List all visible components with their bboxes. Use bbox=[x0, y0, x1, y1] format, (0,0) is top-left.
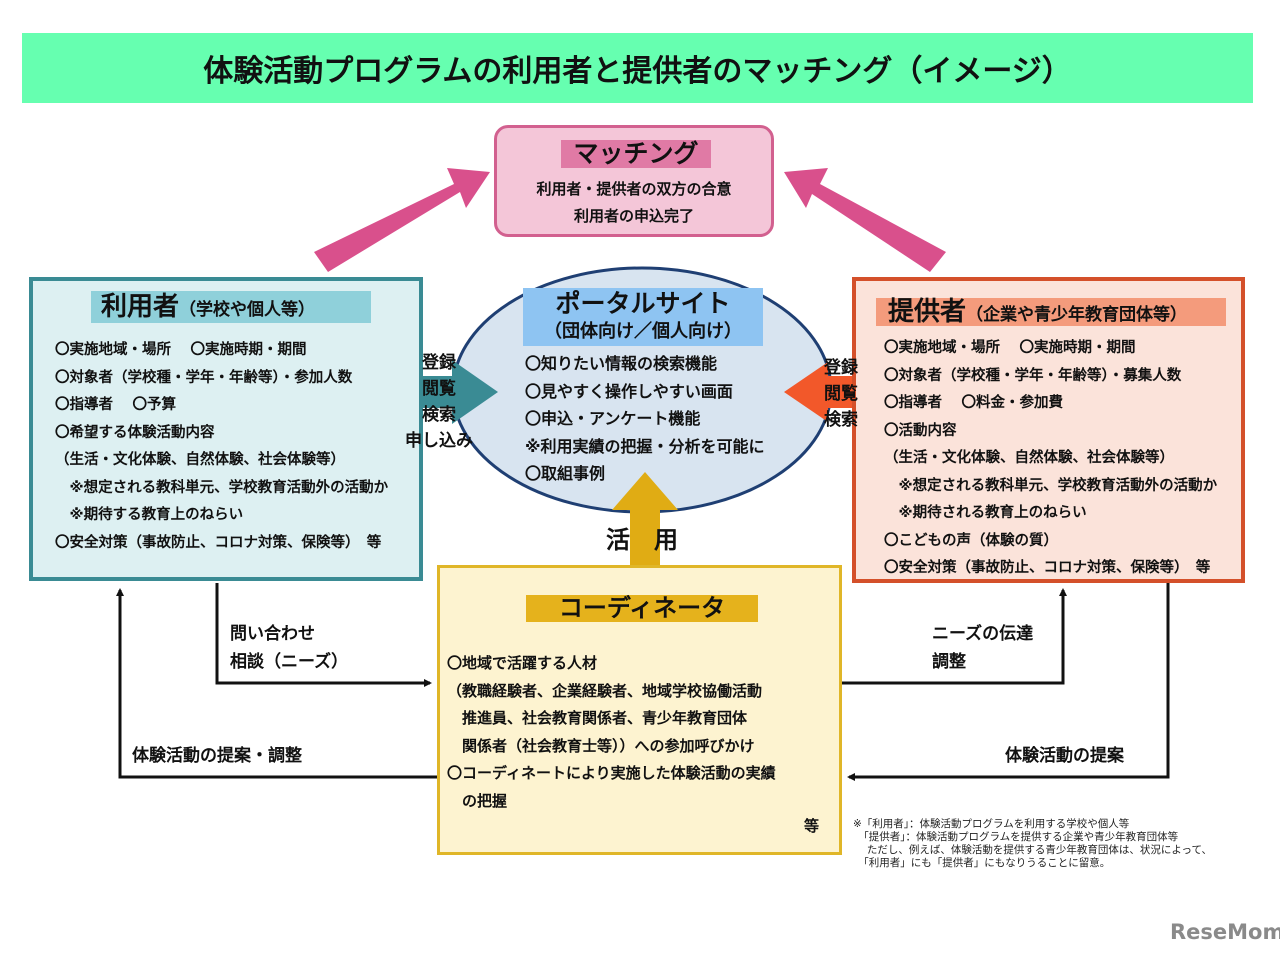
user-item: 〇指導者 〇予算 bbox=[55, 397, 177, 413]
user-item: （生活・文化体験、自然体験、社会体験等） bbox=[55, 452, 345, 468]
portal-item: 〇申込・アンケート機能 bbox=[525, 409, 701, 428]
user-heading-main: 利用者 bbox=[101, 292, 180, 322]
arrow-label: 閲覧 bbox=[422, 379, 456, 399]
provider-heading-sub: （企業や青少年教育団体等） bbox=[966, 305, 1188, 325]
portal-item: 〇見やすく操作しやすい画面 bbox=[525, 381, 733, 401]
user-to-coordinator-label: 問い合わせ 相談（ニーズ） bbox=[230, 620, 348, 676]
portal-item: 〇取組事例 bbox=[525, 464, 606, 483]
matching-line: 利用者の申込完了 bbox=[573, 207, 694, 225]
portal-item: ※利用実績の把握・分析を可能に bbox=[525, 436, 765, 456]
portal-heading-main: ポータルサイト bbox=[555, 289, 731, 318]
arrow-label: 登録 bbox=[422, 353, 456, 373]
arrow-label: 登録 bbox=[824, 358, 858, 378]
coordinator-to-portal-label: 活 用 bbox=[606, 526, 678, 554]
provider-item: 〇こどもの声（体験の質） bbox=[884, 532, 1058, 549]
provider-to-portal-arrow bbox=[784, 362, 864, 422]
provider-item: （生活・文化体験、自然体験、社会体験等） bbox=[884, 450, 1174, 466]
coordinator-item: 関係者（社会教育士等））への参加呼びかけ bbox=[447, 736, 755, 755]
user-heading: 利用者（学校や個人等） bbox=[91, 291, 371, 323]
matching-box: マッチング 利用者・提供者の双方の合意 利用者の申込完了 bbox=[494, 125, 774, 237]
provider-item: 〇実施地域・場所 〇実施時期・期間 bbox=[884, 340, 1136, 356]
coordinator-to-user-label: 体験活動の提案・調整 bbox=[132, 746, 302, 766]
provider-item: 〇活動内容 bbox=[884, 422, 957, 439]
coordinator-to-portal-arrow bbox=[612, 472, 678, 566]
user-item: 〇対象者（学校種・学年・年齢等）・参加人数 bbox=[55, 369, 353, 386]
coordinator-item: 〇コーディネートにより実施した体験活動の実績 bbox=[447, 764, 776, 782]
provider-box: 提供者（企業や青少年教育団体等） 〇実施地域・場所 〇実施時期・期間 〇対象者（… bbox=[852, 277, 1245, 583]
user-item: ※想定される教科単元、学校教育活動外の活動か bbox=[55, 479, 389, 496]
provider-to-coordinator-line bbox=[847, 583, 1170, 781]
coordinator-items: 〇地域で活躍する人材 （教職経験者、企業経験者、地域学校協働活動 推進員、社会教… bbox=[447, 650, 776, 815]
portal-heading: ポータルサイト （団体向け／個人向け） bbox=[523, 288, 763, 346]
provider-item: ※想定される教科単元、学校教育活動外の活動か bbox=[884, 477, 1218, 494]
arrow-label: 検索 bbox=[824, 410, 858, 430]
provider-item: 〇指導者 〇料金・参加費 bbox=[884, 395, 1064, 411]
user-box: 利用者（学校や個人等） 〇実施地域・場所 〇実施時期・期間 〇対象者（学校種・学… bbox=[29, 277, 423, 581]
provider-item: 〇対象者（学校種・学年・年齢等）・募集人数 bbox=[884, 367, 1182, 384]
connector-label: 問い合わせ bbox=[230, 624, 315, 644]
user-to-portal-labels: 登録 閲覧 検索 申し込み bbox=[398, 350, 480, 454]
provider-item: 〇安全対策（事故防止、コロナ対策、保険等） 等 bbox=[884, 560, 1211, 576]
provider-item: ※期待される教育上のねらい bbox=[884, 505, 1087, 521]
connector-label: 調整 bbox=[932, 652, 966, 672]
portal-heading-sub: （団体向け／個人向け） bbox=[544, 321, 742, 342]
provider-to-coordinator-label: 体験活動の提案 bbox=[1005, 746, 1124, 766]
user-to-matching-arrow bbox=[314, 168, 490, 272]
provider-heading: 提供者（企業や青少年教育団体等） bbox=[876, 298, 1226, 326]
matching-line: 利用者・提供者の双方の合意 bbox=[536, 180, 732, 198]
title-bar: 体験活動プログラムの利用者と提供者のマッチング（イメージ） bbox=[22, 33, 1253, 103]
user-heading-sub: （学校や個人等） bbox=[179, 300, 316, 320]
provider-items: 〇実施地域・場所 〇実施時期・期間 〇対象者（学校種・学年・年齢等）・募集人数 … bbox=[884, 335, 1217, 583]
user-item: 〇希望する体験活動内容 bbox=[55, 424, 215, 441]
portal-items: 〇知りたい情報の検索機能 〇見やすく操作しやすい画面 〇申込・アンケート機能 ※… bbox=[525, 350, 765, 488]
user-item: 〇実施地域・場所 〇実施時期・期間 bbox=[55, 342, 307, 358]
coordinator-item: 〇地域で活躍する人材 bbox=[447, 654, 598, 672]
provider-heading-main: 提供者 bbox=[888, 297, 967, 327]
user-to-coordinator-line bbox=[215, 583, 432, 687]
coordinator-box: コーディネータ 〇地域で活躍する人材 （教職経験者、企業経験者、地域学校協働活動… bbox=[437, 565, 842, 855]
portal-item: 〇知りたい情報の検索機能 bbox=[525, 354, 718, 373]
arrow-label: 申し込み bbox=[405, 431, 473, 451]
provider-to-matching-arrow bbox=[784, 168, 946, 272]
matching-heading: マッチング bbox=[561, 140, 711, 168]
coordinator-etc: 等 bbox=[803, 817, 819, 835]
coordinator-item: 推進員、社会教育関係者、青少年教育団体 bbox=[447, 709, 748, 727]
page-title: 体験活動プログラムの利用者と提供者のマッチング（イメージ） bbox=[203, 54, 1072, 89]
coordinator-item: の把握 bbox=[447, 791, 508, 810]
footnote-line: 「提供者」：体験活動プログラムを提供する企業や青少年教育団体等 bbox=[853, 831, 1179, 843]
footnote: ※「利用者」：体験活動プログラムを利用する学校や個人等 「提供者」：体験活動プロ… bbox=[853, 818, 1212, 870]
connector-label: 相談（ニーズ） bbox=[230, 652, 349, 672]
footnote-line: ただし、例えば、体験活動を提供する青少年教育団体は、状況によって、 bbox=[853, 844, 1212, 856]
user-item: ※期待する教育上のねらい bbox=[55, 507, 244, 523]
arrow-label: 閲覧 bbox=[824, 384, 858, 404]
coordinator-item: （教職経験者、企業経験者、地域学校協働活動 bbox=[447, 681, 763, 700]
footnote-line: 「利用者」にも「提供者」にもなりうることに留意。 bbox=[853, 857, 1111, 869]
coordinator-heading: コーディネータ bbox=[526, 595, 758, 622]
coordinator-to-provider-line bbox=[842, 588, 1067, 685]
connector-label: ニーズの伝達 bbox=[932, 624, 1034, 644]
user-item: 〇安全対策（事故防止、コロナ対策、保険等） 等 bbox=[55, 534, 382, 551]
provider-to-portal-labels: 登録 閲覧 検索 bbox=[815, 355, 867, 433]
arrow-label: 検索 bbox=[422, 405, 456, 425]
coordinator-to-user-line bbox=[116, 588, 437, 779]
user-items: 〇実施地域・場所 〇実施時期・期間 〇対象者（学校種・学年・年齢等）・参加人数 … bbox=[55, 337, 388, 557]
coordinator-to-provider-label: ニーズの伝達 調整 bbox=[932, 620, 1033, 676]
watermark-logo: ReseMom bbox=[1170, 920, 1280, 944]
footnote-line: ※「利用者」：体験活動プログラムを利用する学校や個人等 bbox=[853, 818, 1130, 830]
